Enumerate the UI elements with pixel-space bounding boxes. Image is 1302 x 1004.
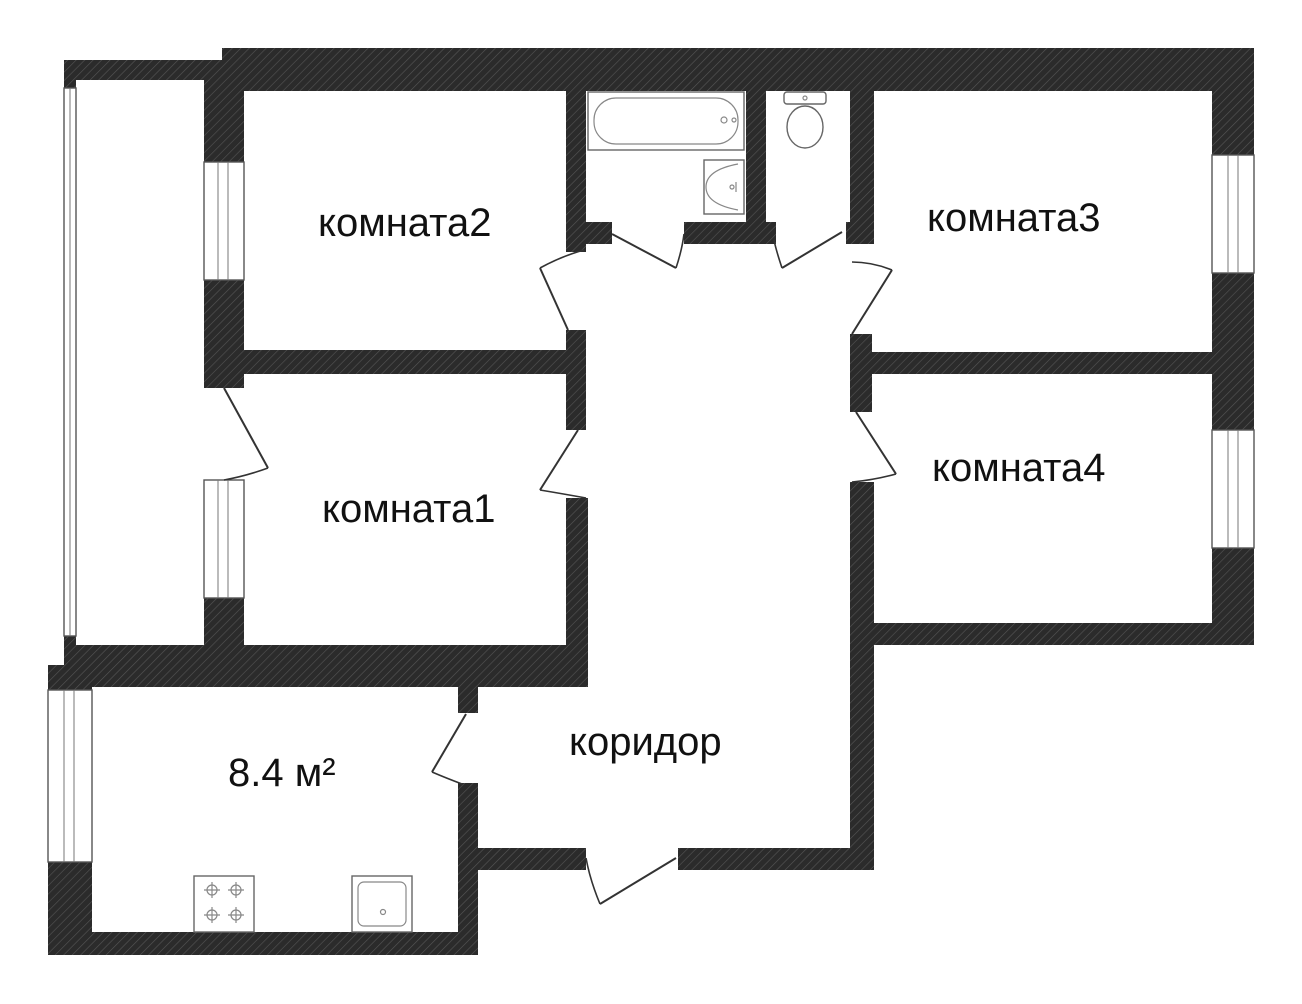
wall-inner-left-a xyxy=(204,80,244,162)
window-kitchen xyxy=(47,689,93,863)
wall-corridor-bottom-right xyxy=(678,848,874,870)
wall-room1-kitchen xyxy=(64,645,588,687)
wall-bath-left xyxy=(566,80,586,252)
bathtub-icon xyxy=(587,91,745,151)
wall-corridor-left-b xyxy=(566,498,588,668)
label-room3: комната3 xyxy=(927,196,1101,240)
door-room3[interactable] xyxy=(851,261,893,335)
sink-icon xyxy=(703,159,745,215)
door-kitchen[interactable] xyxy=(431,713,467,785)
kitchen-sink-icon xyxy=(351,875,413,933)
door-room4[interactable] xyxy=(851,411,897,483)
label-corridor: коридор xyxy=(569,720,722,764)
wall-kitchen-bottom xyxy=(48,932,478,955)
label-room2: комната2 xyxy=(318,201,492,245)
wall-corridor-bottom-left xyxy=(458,848,586,870)
door-room2[interactable] xyxy=(539,249,585,331)
door-bathroom[interactable] xyxy=(611,233,685,269)
wall-bath-wc xyxy=(746,80,766,244)
wall-room2-room1 xyxy=(204,350,584,374)
windows xyxy=(47,87,1255,863)
wall-corridor-right-mid xyxy=(850,334,872,412)
window-balcony xyxy=(63,87,77,637)
window-room4 xyxy=(1211,429,1255,549)
wall-wc-room3 xyxy=(850,80,874,228)
wall-right xyxy=(1212,48,1254,645)
stove-icon xyxy=(193,875,255,933)
door-wc[interactable] xyxy=(773,231,843,269)
window-room1 xyxy=(203,479,245,599)
fixtures xyxy=(193,91,827,933)
door-balcony[interactable] xyxy=(223,387,269,481)
wall-top xyxy=(222,48,1254,91)
wall-room4-bottom xyxy=(850,623,1254,645)
wall-wc-room3-stub xyxy=(846,222,874,244)
window-room3 xyxy=(1211,154,1255,274)
wall-bath-bottom-left xyxy=(566,222,612,244)
label-room4: комната4 xyxy=(932,446,1106,490)
label-kitchen-area: 8.4 м² xyxy=(228,751,336,795)
wall-room3-room4 xyxy=(850,352,1254,374)
wall-corridor-right xyxy=(850,482,874,870)
door-room1[interactable] xyxy=(539,429,587,499)
label-room1: комната1 xyxy=(322,487,496,531)
door-entrance[interactable] xyxy=(585,857,677,905)
wall-corridor-left-a xyxy=(566,330,586,430)
wall-balcony-top xyxy=(64,60,234,80)
window-room2 xyxy=(203,161,245,281)
wall-kitchen-right-top xyxy=(458,677,478,713)
doors xyxy=(223,231,897,905)
toilet-icon xyxy=(783,91,827,149)
room-labels: комната2 комната3 комната1 комната4 кори… xyxy=(228,196,1106,795)
